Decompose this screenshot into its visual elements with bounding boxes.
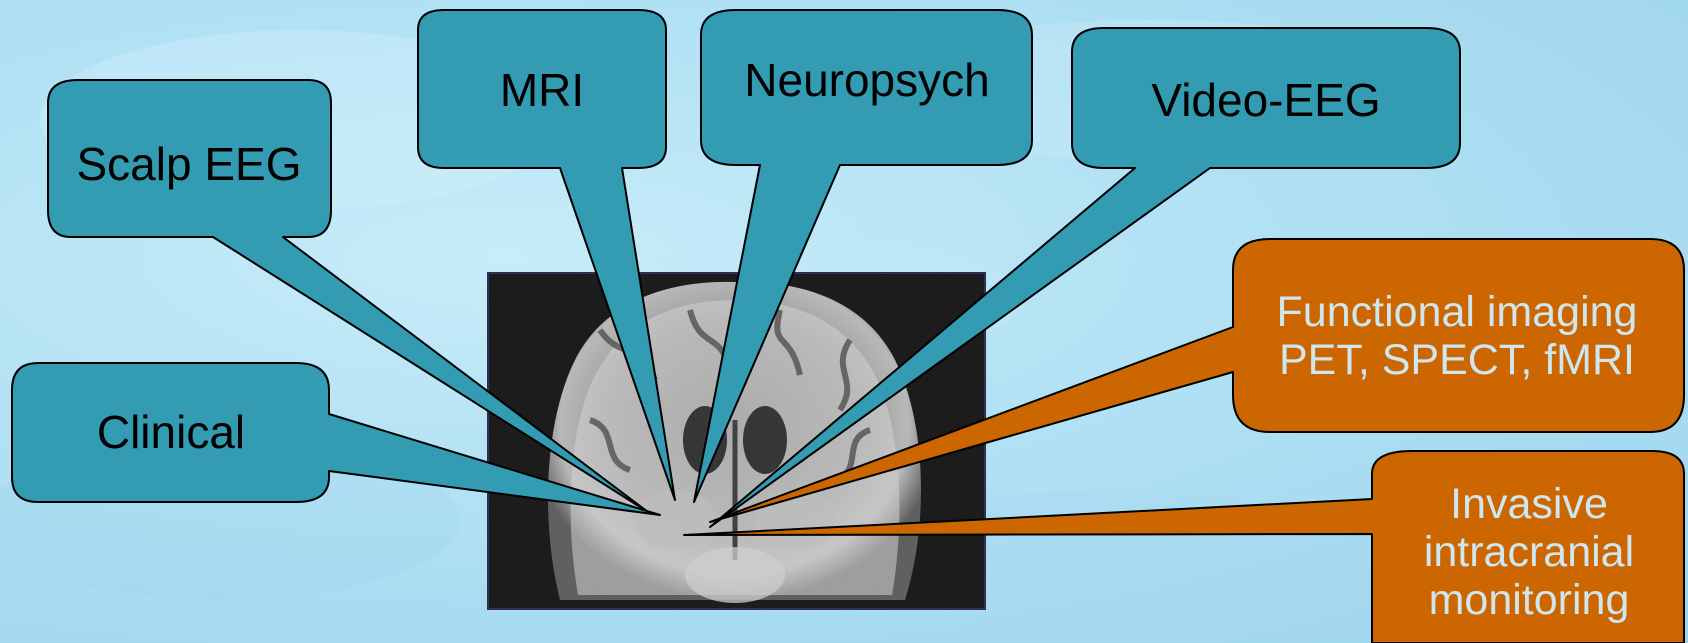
label-functional-imaging: Functional imaging PET, SPECT, fMRI xyxy=(1226,280,1688,392)
label-clinical: Clinical xyxy=(14,408,328,458)
invasive-line3: monitoring xyxy=(1429,576,1630,624)
label-scalp-eeg: Scalp EEG xyxy=(40,140,338,190)
functional-imaging-line1: Functional imaging xyxy=(1277,288,1638,336)
neuropsych-text: Neuropsych xyxy=(744,55,989,107)
invasive-line2: intracranial xyxy=(1424,528,1634,576)
clinical-text: Clinical xyxy=(97,407,245,459)
video-eeg-text: Video-EEG xyxy=(1151,75,1380,127)
scalp-eeg-text: Scalp EEG xyxy=(77,139,302,191)
invasive-line1: Invasive xyxy=(1450,480,1608,528)
functional-imaging-line2: PET, SPECT, fMRI xyxy=(1279,336,1635,384)
label-video-eeg: Video-EEG xyxy=(1074,76,1458,126)
label-mri: MRI xyxy=(420,66,664,116)
mri-text: MRI xyxy=(500,65,584,117)
label-neuropsych: Neuropsych xyxy=(703,56,1031,106)
label-invasive: Invasive intracranial monitoring xyxy=(1374,462,1684,642)
